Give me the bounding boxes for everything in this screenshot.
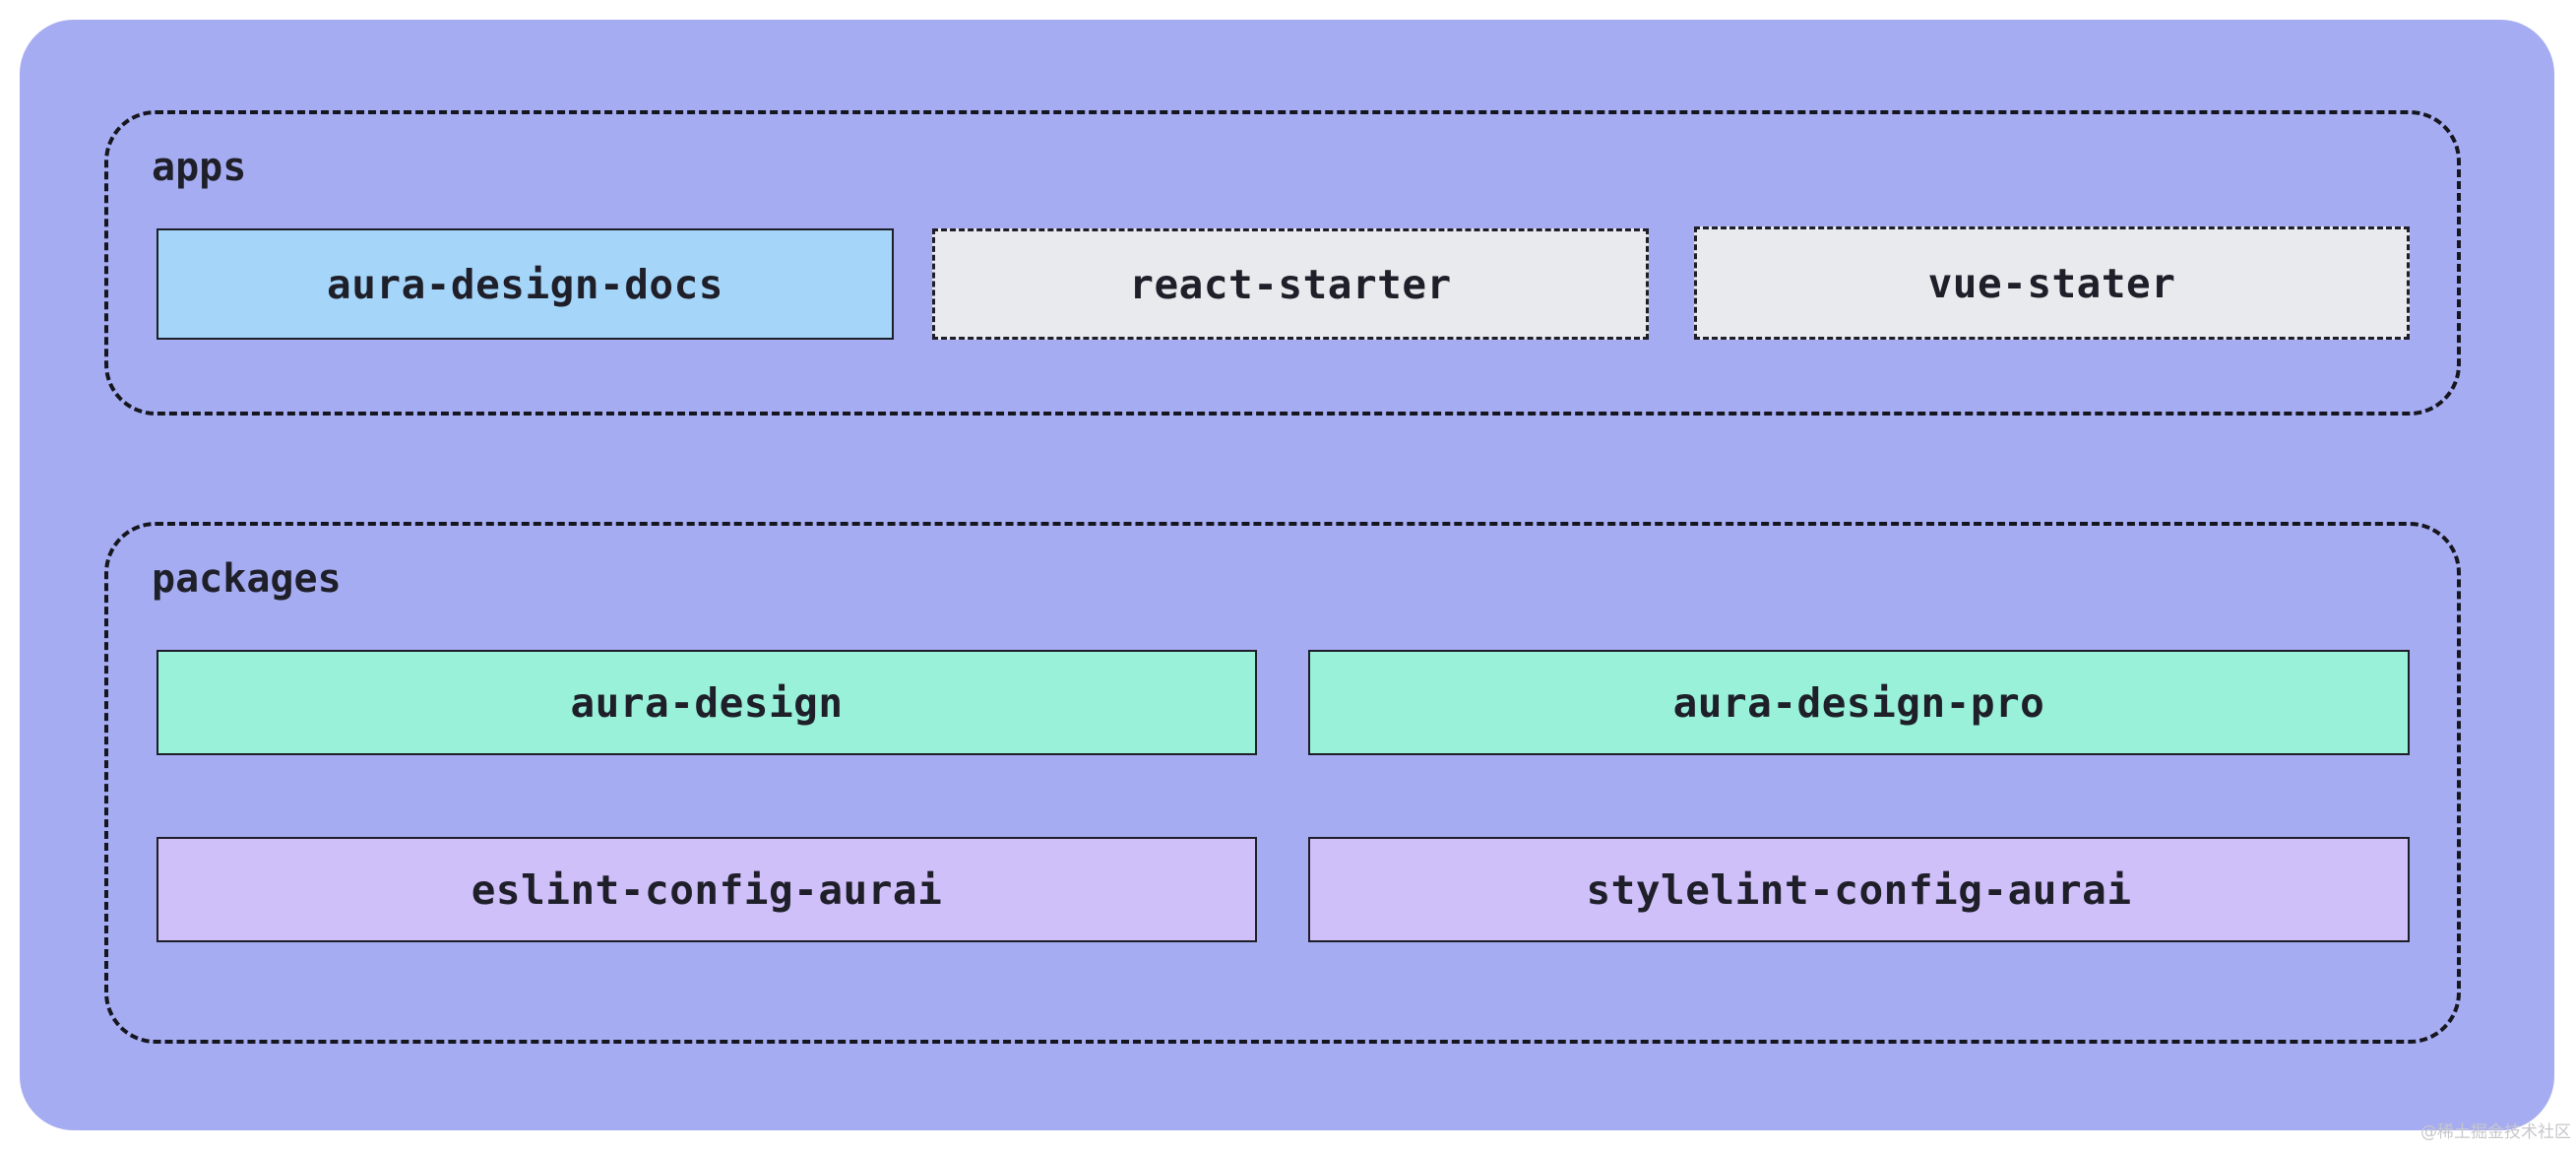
apps-group-label: apps [152, 145, 247, 190]
package-eslint-config-aurai-label: eslint-config-aurai [471, 865, 943, 914]
app-vue-stater-label: vue-stater [1927, 259, 2176, 307]
packages-group-label: packages [152, 556, 342, 602]
app-vue-stater: vue-stater [1694, 226, 2410, 340]
diagram-canvas: apps packages aura-design-docs react-sta… [20, 20, 2554, 1130]
package-aura-design: aura-design [157, 650, 1257, 755]
packages-group: packages [104, 522, 2461, 1044]
package-aura-design-pro: aura-design-pro [1308, 650, 2410, 755]
app-react-starter-label: react-starter [1129, 260, 1452, 308]
package-stylelint-config-aurai-label: stylelint-config-aurai [1586, 865, 2132, 914]
app-aura-design-docs-label: aura-design-docs [327, 260, 723, 308]
package-aura-design-label: aura-design [570, 678, 844, 727]
package-eslint-config-aurai: eslint-config-aurai [157, 837, 1257, 942]
watermark: @稀土掘金技术社区 [2420, 1122, 2571, 1142]
package-stylelint-config-aurai: stylelint-config-aurai [1308, 837, 2410, 942]
app-react-starter: react-starter [932, 228, 1649, 340]
package-aura-design-pro-label: aura-design-pro [1672, 678, 2045, 727]
apps-group: apps [104, 110, 2461, 416]
app-aura-design-docs: aura-design-docs [157, 228, 894, 340]
